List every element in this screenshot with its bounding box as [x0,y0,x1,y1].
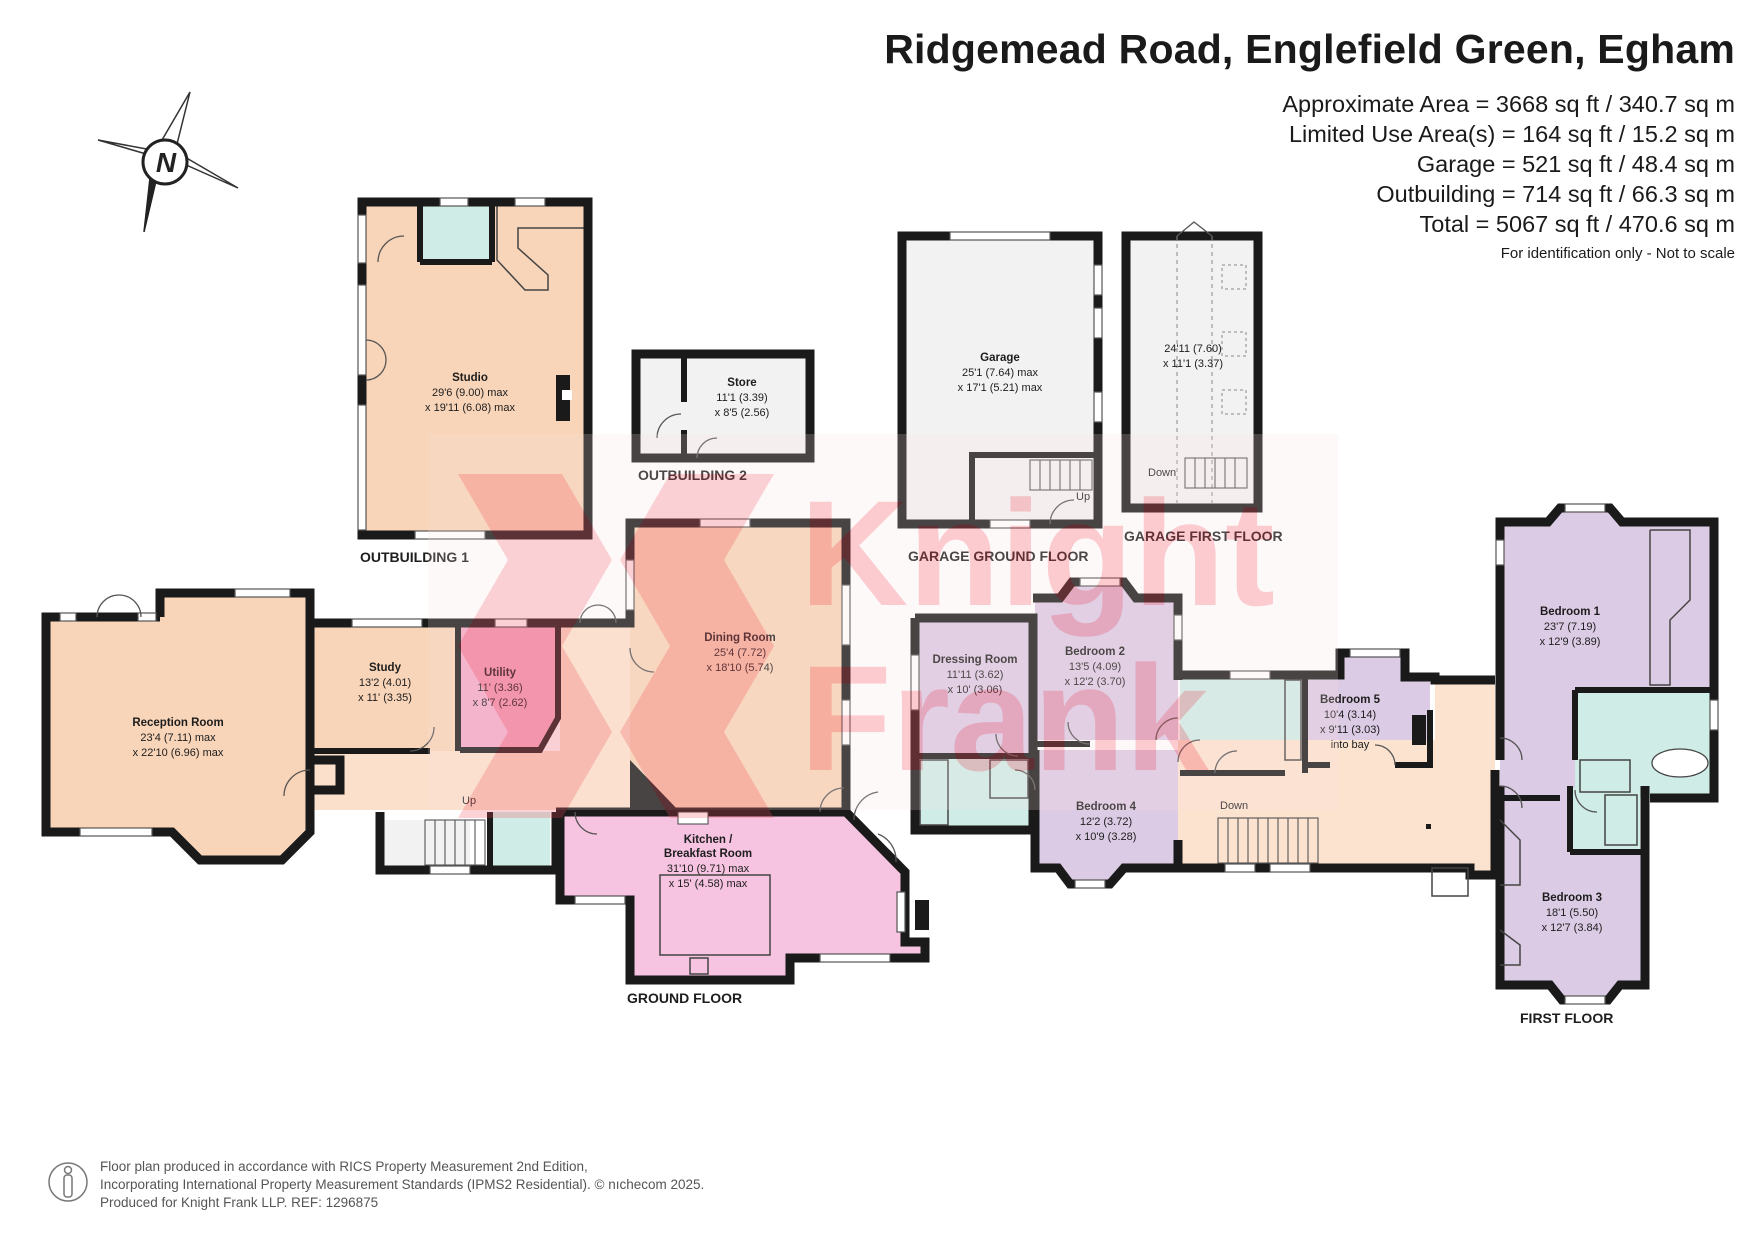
bedroom4-name: Bedroom 4 [1076,801,1137,813]
garage-first-label: GARAGE FIRST FLOOR [1124,528,1283,544]
header: Ridgemead Road, Englefield Green, Egham … [884,26,1735,262]
compass-rose-icon: N [97,91,239,233]
dining-name: Dining Room [704,632,776,644]
studio-name: Studio [452,372,488,384]
bath1-floor [1575,690,1713,798]
area-total: Total = 5067 sq ft / 470.6 sq m [1419,211,1735,237]
bedroom2-dim1: 13'5 (4.09) [1069,661,1121,673]
bedroom1-dim1: 23'7 (7.19) [1544,621,1596,633]
study-dim2: x 11' (3.35) [358,692,412,704]
bedroom2-dim2: x 12'2 (3.70) [1065,676,1126,688]
dressing-dim2: x 10' (3.06) [948,684,1003,696]
compass-n-label: N [156,147,177,178]
bedroom3-floor [1500,786,1645,1000]
utility-name: Utility [484,667,517,679]
first-floor-label: FIRST FLOOR [1520,1010,1613,1026]
studio-dim2: x 19'11 (6.08) max [425,402,515,414]
outbuilding-2: Store 11'1 (3.39) x 8'5 (2.56) OUTBUILDI… [631,349,815,483]
area-limited-use: Limited Use Area(s) = 164 sq ft / 15.2 s… [1288,121,1735,147]
studio-dim1: 29'6 (9.00) max [432,387,509,399]
dining-dim2: x 18'10 (5.74) [707,662,774,674]
studio-wc [420,204,490,262]
dressing-dim1: 11'11 (3.62) [947,669,1004,681]
kitchen-dim1: 31'10 (9.71) max [667,863,750,875]
watermark-line1: Knight [800,469,1275,637]
person-measure-icon [48,1162,88,1202]
garage-first-dim2: x 11'1 (3.37) [1163,358,1223,370]
garage-ground-floor: Up Garage 25'1 (7.64) max x 17'1 (5.21) … [897,231,1103,564]
garage-first-down-label: Down [1148,467,1176,479]
bedroom1-name: Bedroom 1 [1540,606,1601,618]
bedroom1-dim2: x 12'9 (3.89) [1540,636,1601,648]
bedroom3-dim1: 18'1 (5.50) [1546,907,1598,919]
kitchen-floor [560,812,925,980]
garage-dim1: 25'1 (7.64) max [962,367,1039,379]
first-floor: Down Dressing Room 11'11 (3.62) x 10' (3… [910,503,1719,1026]
dining-floor [630,523,846,813]
outbuilding1-label: OUTBUILDING 1 [360,549,469,565]
garage-first-floor: Down 24'11 (7.60) x 11'1 (3.37) GARAGE F… [1121,221,1283,544]
bedroom3-dim2: x 12'7 (3.84) [1542,922,1603,934]
bedroom3-name: Bedroom 3 [1542,892,1602,904]
bedroom4-floor [1035,750,1178,884]
ground-floor-label: GROUND FLOOR [627,990,742,1006]
outbuilding-1: Studio 29'6 (9.00) max x 19'11 (6.08) ma… [357,197,593,565]
store-name: Store [727,377,756,389]
bedroom5-dim3: into bay [1331,739,1370,751]
study-dim1: 13'2 (4.01) [359,677,411,689]
reception-name: Reception Room [132,717,223,729]
knight-frank-watermark: Knight Frank [428,434,1338,818]
bedroom4-dim2: x 10'9 (3.28) [1076,831,1137,843]
ground-wc-floor [490,812,550,867]
ground-floor: Up Reception Room 23'4 (7.11) max x 22'1… [41,518,930,1006]
footer-line-1: Floor plan produced in accordance with R… [100,1159,588,1174]
reception-floor [46,593,310,860]
area-garage: Garage = 521 sq ft / 48.4 sq m [1416,151,1735,177]
dining-dim1: 25'4 (7.72) [714,647,766,659]
utility-dim1: 11' (3.36) [477,682,522,694]
ground-up-label: Up [462,795,476,807]
garage-dim2: x 17'1 (5.21) max [958,382,1043,394]
hall-floor [310,623,630,812]
area-outbuilding: Outbuilding = 714 sq ft / 66.3 sq m [1376,181,1735,207]
disclaimer: For identification only - Not to scale [1500,245,1735,262]
bedroom2-floor [1035,582,1178,740]
study-name: Study [369,662,402,674]
dressing-name: Dressing Room [933,654,1018,666]
kitchen-name1: Kitchen / [684,834,733,846]
bedroom5-name: Bedroom 5 [1320,694,1381,706]
store-dim1: 11'1 (3.39) [716,392,767,404]
store-dim2: x 8'5 (2.56) [715,407,770,419]
bedroom4-dim1: 12'2 (3.72) [1080,816,1132,828]
outbuilding2-label: OUTBUILDING 2 [638,467,747,483]
utility-dim2: x 8'7 (2.62) [473,697,528,709]
bedroom5-floor [1305,653,1430,765]
landing-floor [1178,680,1495,875]
kitchen-name2: Breakfast Room [664,848,752,860]
garage-ground-label: GARAGE GROUND FLOOR [908,548,1088,564]
garage-name: Garage [980,352,1020,364]
dressing-floor [915,618,1033,756]
footer-line-3: Produced for Knight Frank LLP. REF: 1296… [100,1195,379,1210]
page-title: Ridgemead Road, Englefield Green, Egham [884,26,1735,72]
utility-floor [460,623,558,750]
reception-dim2: x 22'10 (6.96) max [133,747,224,759]
first-down-label: Down [1220,800,1248,812]
kitchen-dim2: x 15' (4.58) max [669,878,748,890]
garage-up-label: Up [1076,491,1090,503]
footer-line-2: Incorporating International Property Mea… [100,1177,705,1192]
bedroom2-name: Bedroom 2 [1065,646,1125,658]
footer: Floor plan produced in accordance with R… [48,1158,704,1212]
watermark-line2: Frank [800,634,1209,802]
ensuite-dressing-floor [915,758,1033,830]
reception-dim1: 23'4 (7.11) max [140,732,216,744]
bedroom5-dim2: x 9'11 (3.03) [1320,724,1380,736]
garage-first-dim1: 24'11 (7.60) [1164,343,1222,355]
area-approximate: Approximate Area = 3668 sq ft / 340.7 sq… [1282,91,1735,117]
bedroom5-dim1: 10'4 (3.14) [1324,709,1376,721]
